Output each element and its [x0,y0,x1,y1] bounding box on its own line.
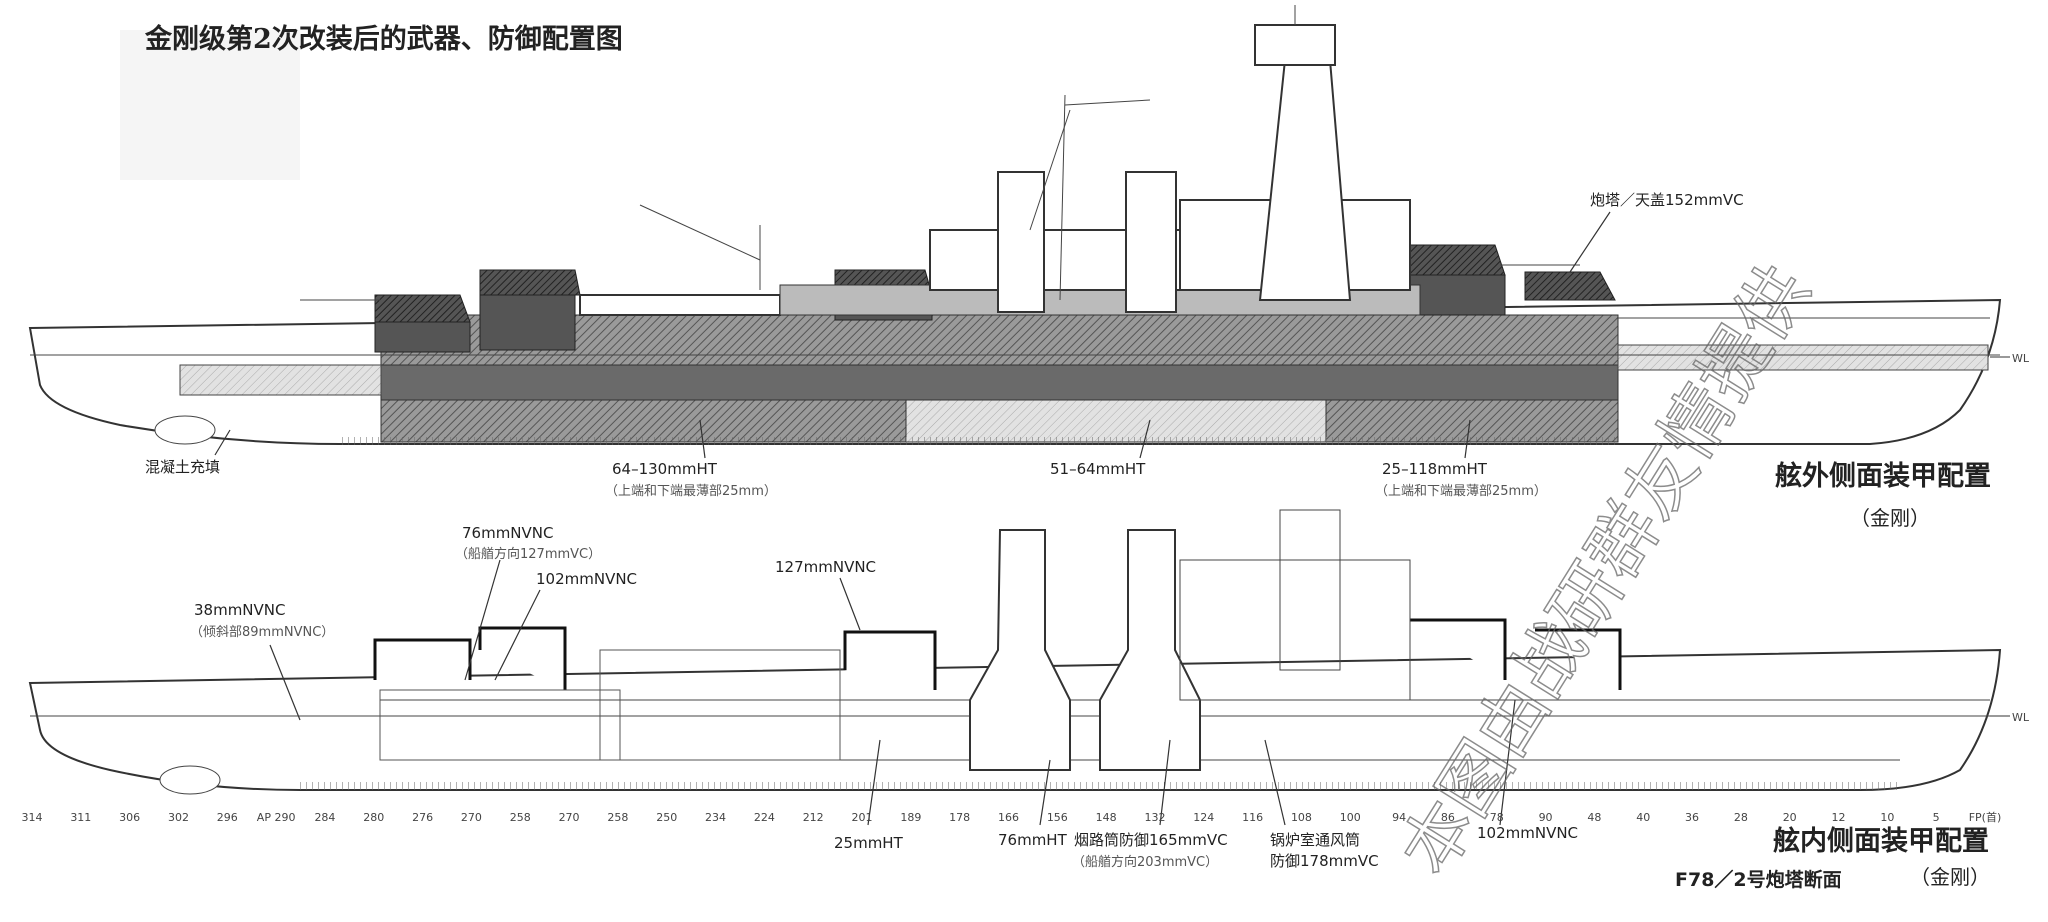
frame-number: 100 [1340,811,1361,824]
frame-number: 280 [363,811,384,824]
frame-number-row: 314 311 306 302 296 AP 290 284 280 276 270 258 270 2… [22,810,2002,824]
label-belt-aft-note: （上端和下端最薄部25mm） [605,484,777,499]
turret-x [374,294,471,323]
turret-y [479,269,581,296]
label-deck-102-fwd: 102mmNVNC [1477,824,1578,842]
label-belt-mid: 51–64mmHT [1050,460,1146,478]
inner-profile-ship: （金刚） [1910,865,1990,889]
frame-number: 36 [1685,811,1699,824]
frame-number: 284 [314,811,335,824]
frame-number: 270 [559,811,580,824]
label-vent-armor: 防御178mmVC [1270,852,1379,870]
outer-profile-ship: WL [28,5,2030,445]
frame-number: 132 [1144,811,1165,824]
label-concrete-fill: 混凝土充填 [145,458,220,476]
frame-number: 258 [607,811,628,824]
frame-number: 178 [949,811,970,824]
frame-number: FP(首) [1969,810,2002,824]
frame-number: 189 [900,811,921,824]
frame-number: 201 [852,811,873,824]
inner-profile-ship: WL [28,509,2030,795]
label-deck-38-note: （倾斜部89mmNVNC） [190,625,334,640]
funnel-fwd [1125,171,1177,313]
frame-number: 166 [998,811,1019,824]
frame-number: 270 [461,811,482,824]
frame-number: 212 [803,811,824,824]
frame-number: 48 [1587,811,1601,824]
belt-aft [380,399,907,443]
funnel-uptake-aft [969,529,1071,771]
frame-number: AP 290 [257,811,296,824]
frame-number: 250 [656,811,677,824]
label-deck-76: 76mmNVNC [462,524,554,542]
outer-labels: 混凝土充填 64–130mmHT （上端和下端最薄部25mm） 51–64mmH… [145,191,1991,530]
section-note: F78／2号炮塔断面 [1675,868,1842,891]
label-uptake-note: （船艏方向203mmVC） [1072,854,1218,870]
frame-number: 10 [1880,811,1894,824]
label-ht-25: 25mmHT [834,834,904,852]
frame-number: 302 [168,811,189,824]
frame-number: 20 [1783,811,1797,824]
frame-number: 86 [1441,811,1455,824]
frame-number: 28 [1734,811,1748,824]
waterline-label-outer: WL [2012,352,2030,365]
frame-number: 234 [705,811,726,824]
belt-mid [905,399,1327,443]
inner-labels: 76mmNVNC （船艏方向127mmVC） 102mmNVNC 38mmNVN… [190,524,1990,891]
label-uptake-armor: 烟路筒防御165mmVC [1074,831,1228,849]
diagram-title: 金刚级第2次改装后的武器、防御配置图 [144,23,623,55]
frame-number: 224 [754,811,775,824]
label-belt-fwd-note: （上端和下端最薄部25mm） [1375,484,1547,499]
outer-profile-heading: 舷外侧面装甲配置 [1775,460,1991,492]
frame-number: 148 [1096,811,1117,824]
turret-a [1524,271,1616,301]
label-belt-aft: 64–130mmHT [612,460,718,478]
inner-profile-heading: 舷内侧面装甲配置 [1773,825,1989,857]
frame-number: 12 [1832,811,1846,824]
label-deck-102-aft: 102mmNVNC [536,570,637,588]
frame-number: 311 [70,811,91,824]
label-deck-127: 127mmNVNC [775,558,876,576]
frame-number: 116 [1242,811,1263,824]
pagoda-mast [1258,59,1352,301]
frame-number: 5 [1933,811,1940,824]
label-turret-roof: 炮塔／天盖152mmVC [1590,191,1744,209]
turret-b [1409,244,1506,276]
frame-number: 314 [22,811,43,824]
label-vent: 锅炉室通风筒 [1270,831,1360,849]
frame-number: 306 [119,811,140,824]
frame-number: 40 [1636,811,1650,824]
frame-number: 156 [1047,811,1068,824]
funnel-aft [997,171,1045,313]
outer-profile-ship: （金刚） [1850,506,1930,530]
frame-number: 94 [1392,811,1406,824]
funnel-uptake-fwd [1099,529,1201,771]
scan-shadow [120,30,300,180]
frame-number: 276 [412,811,433,824]
frame-number: 258 [510,811,531,824]
label-deck-38: 38mmNVNC [194,601,286,619]
frame-number: 78 [1490,811,1504,824]
frame-number: 296 [217,811,238,824]
belt-fwd [1325,399,1619,443]
frame-number: 124 [1193,811,1214,824]
frame-number: 108 [1291,811,1312,824]
frame-number: 90 [1539,811,1553,824]
label-belt-fwd: 25–118mmHT [1382,460,1488,478]
label-deck-76-note: （船艏方向127mmVC） [455,546,601,562]
label-ht-76: 76mmHT [998,831,1068,849]
waterline-label-inner: WL [2012,711,2030,724]
